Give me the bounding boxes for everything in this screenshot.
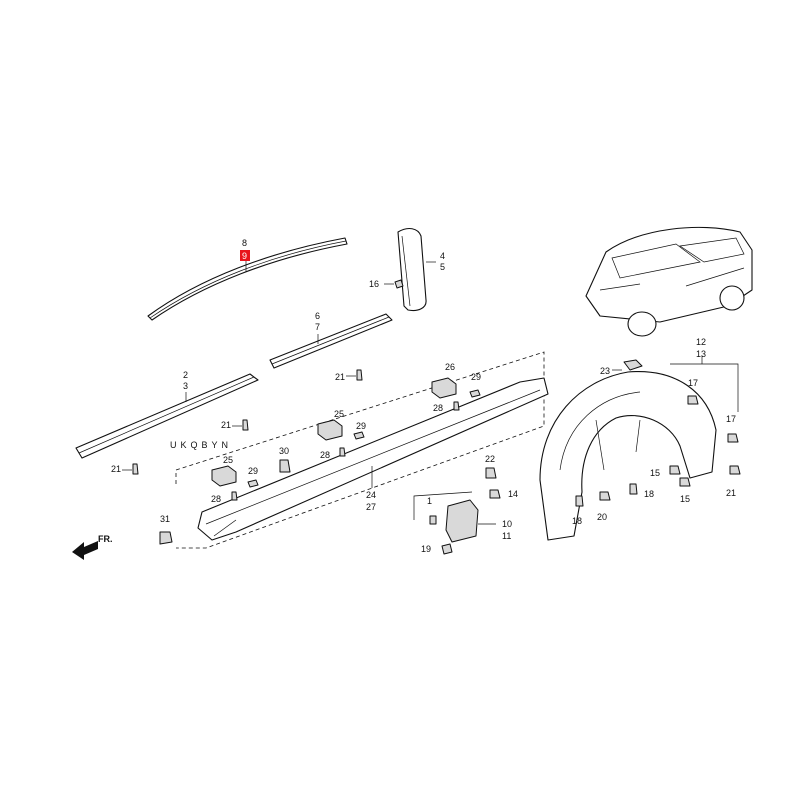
callout-4[interactable]: 4 bbox=[440, 251, 445, 261]
callout-8[interactable]: 8 bbox=[242, 238, 247, 248]
callout-28-c[interactable]: 28 bbox=[211, 494, 221, 504]
callout-19[interactable]: 19 bbox=[421, 544, 431, 554]
callout-12[interactable]: 12 bbox=[696, 337, 706, 347]
rear-door-molding bbox=[269, 313, 393, 369]
callout-30[interactable]: 30 bbox=[279, 446, 289, 456]
pillar-garnish bbox=[384, 227, 436, 312]
callout-28-b[interactable]: 28 bbox=[320, 450, 330, 460]
callout-7[interactable]: 7 bbox=[315, 322, 320, 332]
callout-17-a[interactable]: 17 bbox=[688, 378, 698, 388]
callout-25-a[interactable]: 25 bbox=[334, 409, 344, 419]
callout-29-a[interactable]: 29 bbox=[471, 372, 481, 382]
liner-fasteners bbox=[575, 395, 741, 507]
callout-24[interactable]: 24 bbox=[366, 490, 376, 500]
clip-30 bbox=[279, 459, 291, 473]
callout-17-b[interactable]: 17 bbox=[726, 414, 736, 424]
callout-11[interactable]: 11 bbox=[502, 531, 511, 541]
wheel-liner bbox=[539, 359, 717, 541]
callout-10[interactable]: 10 bbox=[502, 519, 512, 529]
liner-bracket-outline bbox=[670, 363, 739, 412]
callout-9[interactable]: 9 bbox=[242, 251, 247, 261]
callout-2[interactable]: 2 bbox=[183, 370, 188, 380]
direction-label: FR. bbox=[98, 534, 113, 544]
side-sill-garnish bbox=[197, 377, 549, 541]
callout-18-a[interactable]: 18 bbox=[644, 489, 654, 499]
callout-21-a[interactable]: 21 bbox=[335, 372, 345, 382]
callout-23[interactable]: 23 bbox=[600, 366, 610, 376]
callout-21-d[interactable]: 21 bbox=[726, 488, 736, 498]
callout-31[interactable]: 31 bbox=[160, 514, 170, 524]
callout-9-highlight bbox=[240, 250, 250, 261]
callout-18-b[interactable]: 18 bbox=[572, 516, 582, 526]
callout-15-b[interactable]: 15 bbox=[680, 494, 690, 504]
callout-21-b[interactable]: 21 bbox=[221, 420, 231, 430]
mudguard bbox=[429, 467, 501, 555]
callout-29-c[interactable]: 29 bbox=[248, 466, 258, 476]
front-door-molding bbox=[75, 373, 259, 459]
callout-25-b[interactable]: 25 bbox=[223, 455, 233, 465]
clip-31 bbox=[159, 531, 173, 545]
callout-22[interactable]: 22 bbox=[485, 454, 495, 464]
clip-group-middle bbox=[232, 419, 365, 457]
callout-13[interactable]: 13 bbox=[696, 349, 706, 359]
clip-group-rear bbox=[346, 369, 481, 411]
clip-group-front bbox=[122, 463, 259, 501]
callout-6[interactable]: 6 bbox=[315, 311, 320, 321]
callout-29-b[interactable]: 29 bbox=[356, 421, 366, 431]
callout-28-a[interactable]: 28 bbox=[433, 403, 443, 413]
callout-20[interactable]: 20 bbox=[597, 512, 607, 522]
callout-27[interactable]: 27 bbox=[366, 502, 376, 512]
callout-3[interactable]: 3 bbox=[183, 381, 188, 391]
callout-14[interactable]: 14 bbox=[508, 489, 518, 499]
callout-1[interactable]: 1 bbox=[427, 496, 432, 506]
car-illustration bbox=[585, 226, 753, 337]
watermark: UKQBYN bbox=[170, 440, 232, 450]
front-direction-arrow bbox=[72, 541, 98, 560]
callout-5[interactable]: 5 bbox=[440, 262, 445, 272]
callout-16[interactable]: 16 bbox=[369, 279, 379, 289]
callout-21-c[interactable]: 21 bbox=[111, 464, 121, 474]
callout-15-a[interactable]: 15 bbox=[650, 468, 660, 478]
mudguard-bracket-outline bbox=[413, 491, 473, 520]
callout-26[interactable]: 26 bbox=[445, 362, 455, 372]
